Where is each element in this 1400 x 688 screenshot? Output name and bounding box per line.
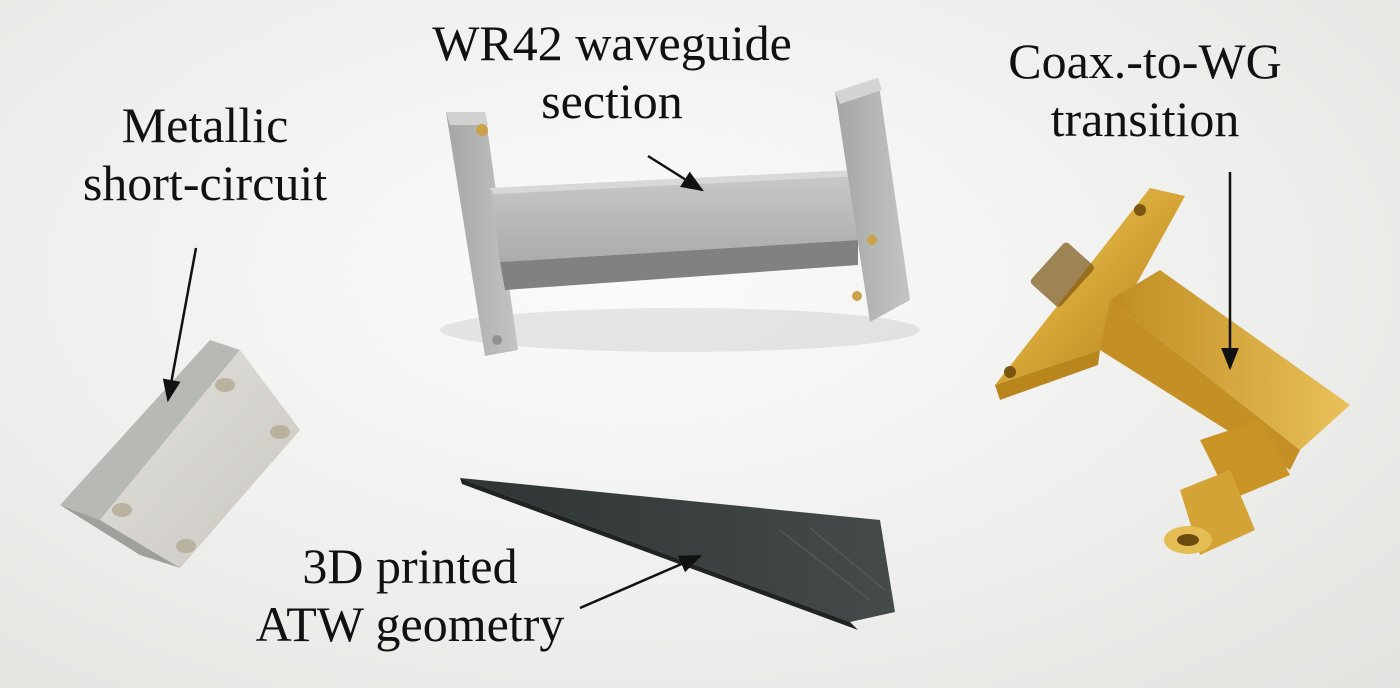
label-waveguide: WR42 waveguide section	[382, 14, 842, 130]
short-circuit-block	[60, 340, 300, 568]
label-transition: Coax.-to-WG transition	[945, 32, 1345, 148]
short-circuit-arrow	[162, 247, 198, 403]
coax-to-wg-transition	[995, 188, 1350, 555]
atw-arrow	[579, 554, 703, 610]
label-atw: 3D printed ATW geometry	[190, 537, 630, 653]
label-short-circuit-line2: short-circuit	[82, 155, 328, 211]
label-transition-line1: Coax.-to-WG	[1008, 33, 1282, 89]
label-waveguide-line2: section	[541, 73, 683, 129]
waveguide-section	[440, 78, 920, 356]
label-atw-line2: ATW geometry	[255, 596, 565, 652]
label-waveguide-line1: WR42 waveguide	[432, 15, 792, 71]
label-transition-line2: transition	[1050, 91, 1240, 147]
waveguide-arrow	[647, 154, 704, 192]
atw-printed-geometry	[460, 478, 895, 630]
label-short-circuit: Metallic short-circuit	[20, 96, 390, 212]
label-short-circuit-line1: Metallic	[121, 97, 289, 153]
label-atw-line1: 3D printed	[302, 538, 518, 594]
